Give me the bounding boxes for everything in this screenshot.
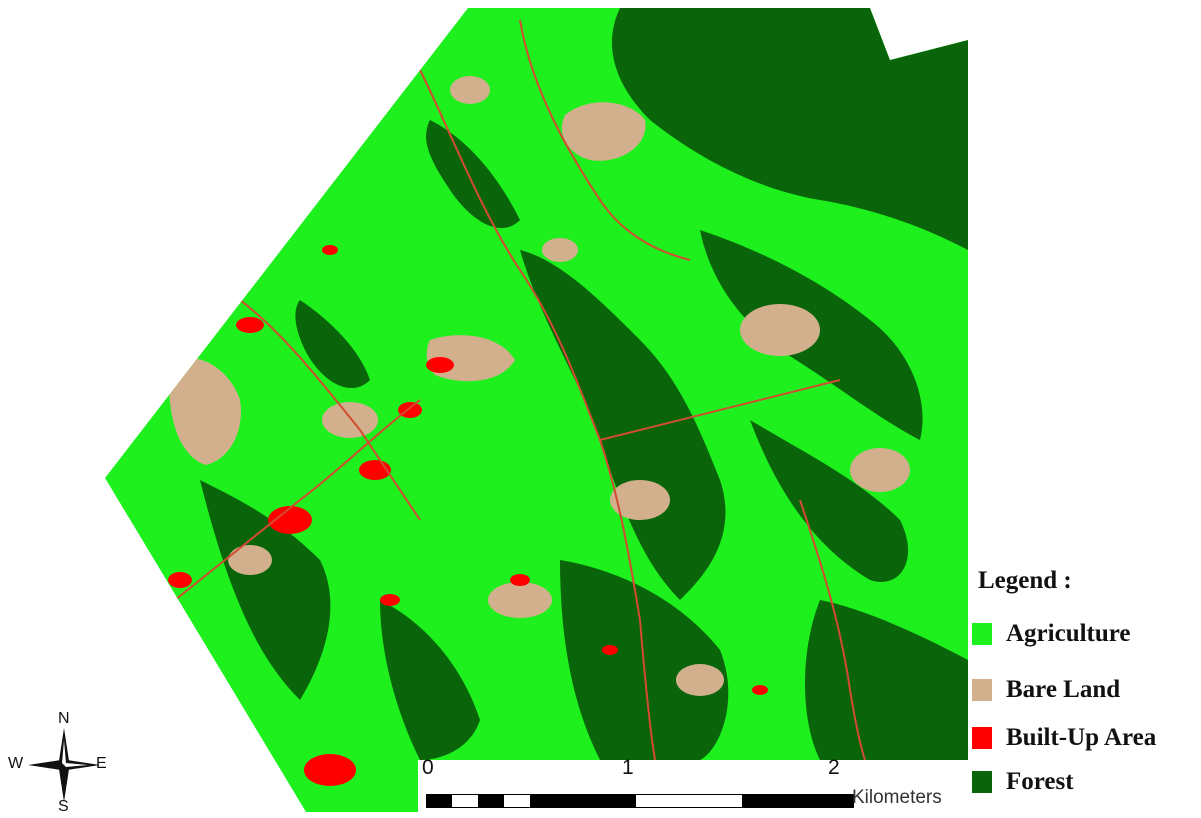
compass-north-label: N — [58, 710, 70, 727]
legend-label-agriculture: Agriculture — [1006, 620, 1131, 647]
bare-land-patches — [169, 76, 910, 696]
legend-label-bare-land: Bare Land — [1006, 676, 1121, 703]
legend-item-agriculture: Agriculture — [972, 617, 1131, 651]
scale-segment-2 — [478, 794, 504, 808]
scale-tick-0: 0 — [422, 756, 434, 779]
legend-item-forest: Forest — [972, 765, 1074, 799]
forest-swatch — [972, 771, 992, 793]
bare-land-swatch — [972, 679, 992, 701]
compass-south-label: S — [58, 798, 69, 815]
compass-east-label: E — [96, 755, 107, 772]
legend-label-forest: Forest — [1006, 768, 1074, 795]
agriculture-swatch — [972, 623, 992, 645]
compass-rose-icon — [28, 728, 100, 802]
scale-segment-1 — [426, 794, 452, 808]
road-network — [149, 19, 866, 761]
scale-segment-4 — [742, 794, 854, 808]
scale-tick-2: 2 — [828, 756, 840, 779]
north-arrow: N S W E — [8, 710, 108, 816]
classified-land-cover — [105, 8, 968, 812]
legend-label-built-up-area: Built-Up Area — [1006, 724, 1157, 751]
compass-west-label: W — [8, 755, 24, 772]
scale-unit-label: Kilometers — [852, 787, 942, 808]
legend-title: Legend : — [978, 567, 1072, 594]
legend-item-bare-land: Bare Land — [972, 673, 1120, 707]
built-up-area-swatch — [972, 727, 992, 749]
scale-tick-1: 1 — [622, 756, 634, 779]
scale-segment-3 — [530, 794, 636, 808]
scale-bar: 0 1 2 Kilometers — [418, 756, 968, 816]
scale-bar-segments — [426, 794, 854, 808]
legend-item-built-up-area: Built-Up Area — [972, 721, 1156, 755]
